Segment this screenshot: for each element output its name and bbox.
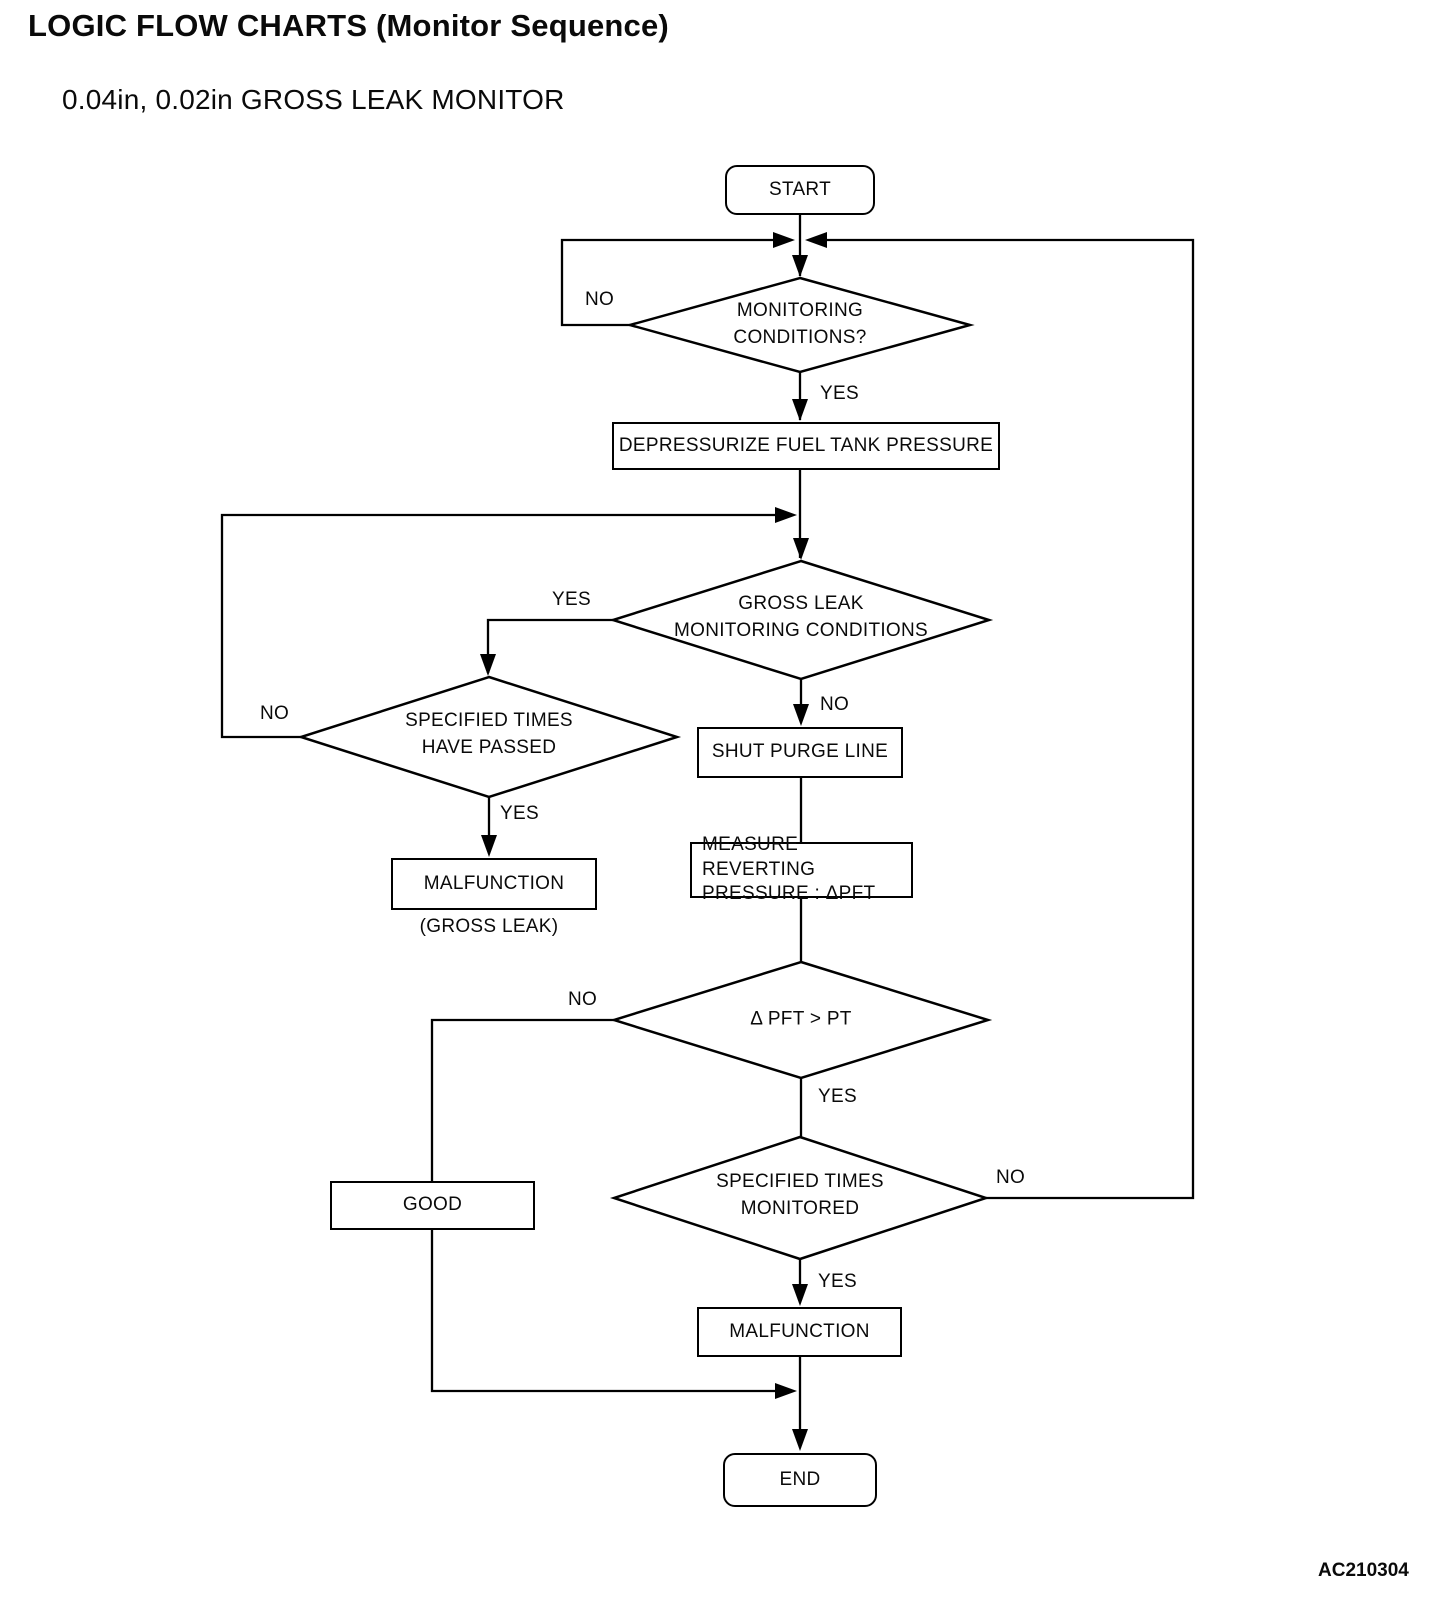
edge-label-monitoring-no: NO [585, 289, 615, 310]
edge-good-to-merge-line [430, 1230, 793, 1393]
arrowhead-into-malfunction [792, 1284, 808, 1306]
edge-label-grossleak-no: NO [820, 694, 850, 715]
decision-gross-leak-conditions-shape [608, 559, 994, 681]
end-node: END [723, 1453, 877, 1507]
start-node: START [725, 165, 875, 215]
edge-label-dpft-no: NO [568, 989, 598, 1010]
arrowhead-junction-left [773, 232, 795, 248]
edge-label-dpft-yes: YES [818, 1086, 857, 1107]
edge-label-times-passed-yes: YES [500, 803, 539, 824]
arrowhead-into-shut-purge [793, 704, 809, 726]
edge-label-times-passed-no: NO [260, 703, 290, 724]
decision-specified-times-monitored-shape [609, 1135, 991, 1261]
arrowhead-into-times-passed [480, 654, 496, 676]
decision-monitoring-conditions-label: MONITORING CONDITIONS? [733, 300, 867, 348]
page-title: LOGIC FLOW CHARTS (Monitor Sequence) [28, 8, 669, 43]
edge-grossleak-yes-line [486, 618, 613, 673]
edge-dpft-no-line [430, 1018, 614, 1181]
decision-dpft-gt-pt-shape [609, 960, 993, 1080]
decision-monitoring-conditions-shape [625, 276, 975, 374]
process-depressurize-node: DEPRESSURIZE FUEL TANK PRESSURE [612, 422, 1000, 470]
arrowhead-good-merge [775, 1383, 797, 1399]
edge-label-times-monitored-yes: YES [818, 1271, 857, 1292]
process-malfunction-node: MALFUNCTION [697, 1307, 902, 1357]
process-malfunction-gross-leak-node: MALFUNCTION [391, 858, 597, 910]
process-measure-reverting-node: MEASURE REVERTING PRESSURE : ΔPFT [690, 834, 913, 904]
figure-code: AC210304 [1318, 1560, 1409, 1581]
page-subtitle: 0.04in, 0.02in GROSS LEAK MONITOR [62, 84, 565, 115]
arrowhead-into-grossleak [793, 538, 809, 560]
process-good-node: GOOD [330, 1181, 535, 1230]
arrowhead-into-monitoring [792, 255, 808, 277]
edge-label-times-monitored-no: NO [996, 1167, 1026, 1188]
decision-specified-times-passed-shape [296, 675, 682, 799]
arrowhead-into-malfunction-gross [481, 835, 497, 857]
process-shut-purge-node: SHUT PURGE LINE [697, 727, 903, 778]
arrowhead-junction-right [805, 232, 827, 248]
decision-gross-leak-conditions-label: GROSS LEAK MONITORING CONDITIONS [673, 593, 929, 641]
arrowhead-into-depressurize [792, 399, 808, 421]
decision-specified-times-passed-label: SPECIFIED TIMES HAVE PASSED [405, 710, 573, 758]
edge-times-monitored-no-loop-line [809, 238, 1195, 1200]
malfunction-gross-leak-caption: (GROSS LEAK) [419, 916, 559, 937]
arrowhead-into-end [792, 1429, 808, 1451]
edge-label-monitoring-yes: YES [820, 383, 859, 404]
edge-label-grossleak-yes: YES [552, 589, 591, 610]
edge-times-passed-no-loop-line [220, 513, 793, 739]
arrowhead-junction2-right [775, 507, 797, 523]
decision-dpft-gt-pt-label: Δ PFT > PT [750, 1008, 852, 1030]
edge-monitoring-no-loop-line [560, 238, 791, 327]
decision-specified-times-monitored-label: SPECIFIED TIMES MONITORED [716, 1171, 884, 1219]
